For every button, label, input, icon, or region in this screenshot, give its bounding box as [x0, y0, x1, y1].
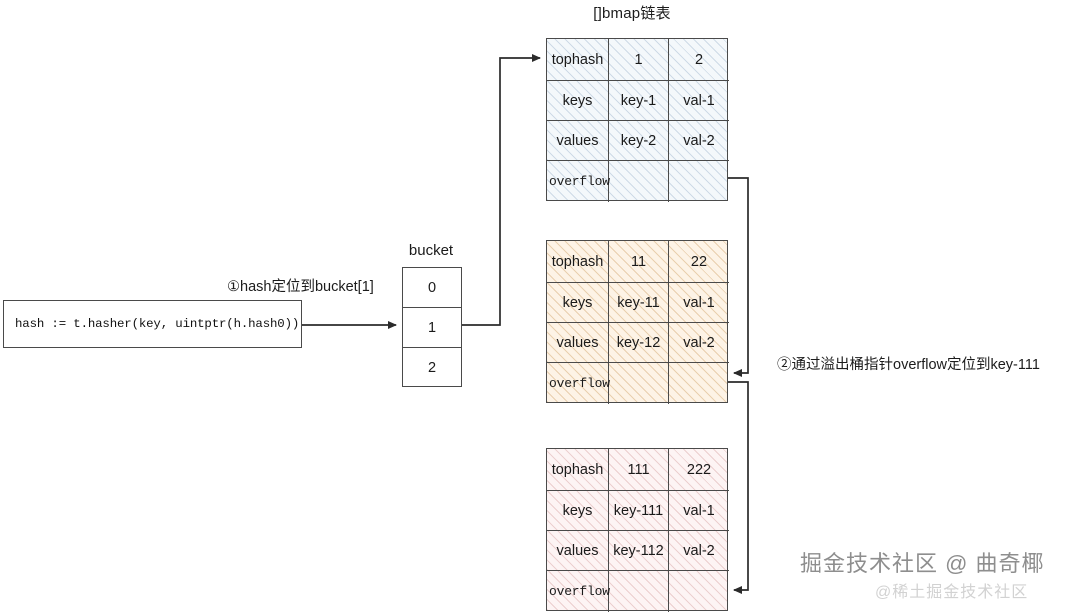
bucket-label: bucket	[408, 242, 454, 259]
bmap1-overflow-slot-1	[609, 161, 669, 202]
bmap2-tophash-slot-2: 22	[669, 241, 729, 283]
bmap1-row-keys-label: keys	[547, 81, 609, 121]
bmap-table-1: tophash 1 2 keys key-1 val-1 values key-…	[546, 38, 729, 202]
bmap1-tophash-slot-1: 1	[609, 39, 669, 81]
bmap3-val-1: val-1	[669, 491, 729, 531]
bmap2-overflow-slot-1	[609, 363, 669, 404]
bmap3-row-values-label: values	[547, 531, 609, 571]
bmap3-overflow-slot-2	[669, 571, 729, 612]
bmap1-overflow-slot-2	[669, 161, 729, 202]
bmap1-key-2: key-2	[609, 121, 669, 161]
bmap2-row-keys-label: keys	[547, 283, 609, 323]
bmap3-key-111: key-111	[609, 491, 669, 531]
bmap2-row-tophash-label: tophash	[547, 241, 609, 283]
bucket-cell-0[interactable]: 0	[403, 268, 461, 308]
hash-code-box: hash := t.hasher(key, uintptr(h.hash0))	[3, 300, 302, 348]
bmap1-val-1: val-1	[669, 81, 729, 121]
bmap2-val-1: val-1	[669, 283, 729, 323]
bmap3-tophash-slot-1: 111	[609, 449, 669, 491]
bmap2-overflow-slot-2	[669, 363, 729, 404]
arrow-bucket-to-bmap1	[462, 54, 541, 326]
bmap-table-2: tophash 11 22 keys key-11 val-1 values k…	[546, 240, 729, 404]
bucket-cell-1[interactable]: 1	[403, 308, 461, 348]
bmap2-val-2: val-2	[669, 323, 729, 363]
bmap1-key-1: key-1	[609, 81, 669, 121]
bmap1-tophash-slot-2: 2	[669, 39, 729, 81]
watermark-secondary: @稀土掘金技术社区	[875, 584, 1029, 601]
arrow-overflow2-to-bmap3	[728, 381, 749, 594]
bmap1-row-tophash-label: tophash	[547, 39, 609, 81]
page-title: []bmap链表	[593, 5, 671, 22]
annotation-step-2: ②通过溢出桶指针overflow定位到key-111	[777, 357, 1040, 373]
arrow-overflow1-to-bmap2	[728, 177, 749, 377]
bucket-array: 0 1 2	[402, 267, 462, 387]
hash-code-text: hash := t.hasher(key, uintptr(h.hash0))	[15, 317, 300, 331]
watermark-primary: 掘金技术社区 @ 曲奇椰	[800, 551, 1045, 576]
bmap2-row-values-label: values	[547, 323, 609, 363]
bmap3-tophash-slot-2: 222	[669, 449, 729, 491]
bucket-cell-2[interactable]: 2	[427, 360, 437, 376]
bmap1-row-overflow-label: overflow	[547, 161, 610, 202]
bmap3-row-tophash-label: tophash	[547, 449, 609, 491]
bmap3-key-112: key-112	[609, 531, 669, 571]
bmap3-row-keys-label: keys	[547, 491, 609, 531]
bmap1-row-values-label: values	[547, 121, 609, 161]
bmap3-row-overflow-label: overflow	[547, 571, 610, 612]
bmap2-key-12: key-12	[609, 323, 669, 363]
bmap3-val-2: val-2	[669, 531, 729, 571]
bmap2-key-11: key-11	[609, 283, 669, 323]
bmap1-val-2: val-2	[669, 121, 729, 161]
annotation-step-1: ①hash定位到bucket[1]	[227, 279, 374, 295]
bmap2-row-overflow-label: overflow	[547, 363, 610, 404]
bmap2-tophash-slot-1: 11	[609, 241, 669, 283]
bmap-table-3: tophash 111 222 keys key-111 val-1 value…	[546, 448, 729, 612]
bmap3-overflow-slot-1	[609, 571, 669, 612]
